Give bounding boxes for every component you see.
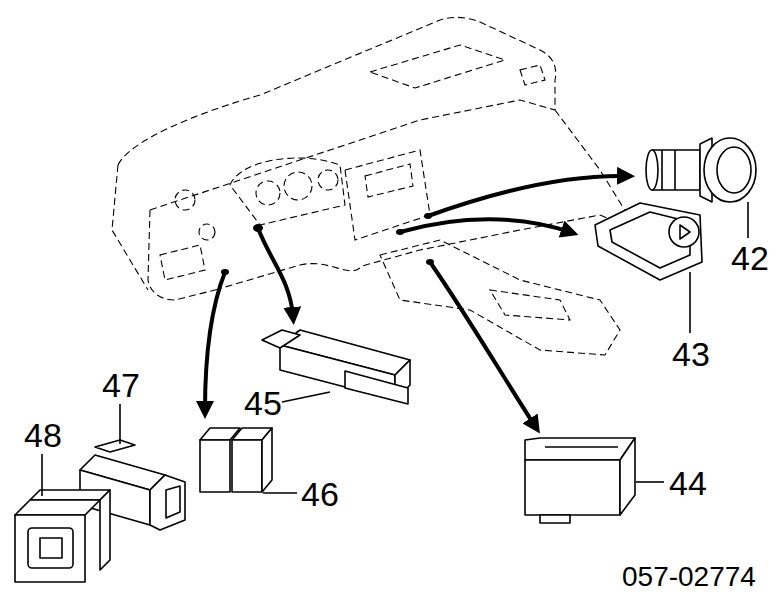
leader-lines [41, 454, 43, 496]
dashboard-outline [160, 245, 205, 280]
drawing-number: 057-02774 [622, 563, 756, 591]
leader-lines [119, 404, 121, 444]
dashboard-outline [175, 190, 195, 210]
switch-with-bracket [669, 217, 699, 247]
switch-48 [28, 528, 73, 568]
leader-lines [636, 481, 664, 483]
switch-47 [80, 440, 185, 530]
relay [200, 440, 230, 492]
switch-unit [525, 460, 620, 515]
control-module [262, 330, 410, 404]
callout-number: 46 [301, 477, 339, 511]
switch-with-bracket [595, 203, 702, 280]
switch-48 [15, 500, 100, 515]
dashboard-outline [318, 170, 338, 190]
callout-number: 47 [102, 368, 140, 402]
relay [232, 440, 262, 492]
leader-lines [689, 272, 691, 333]
dashboard-outline [370, 45, 505, 88]
switch-48 [100, 490, 110, 570]
callout-number: 45 [244, 386, 282, 420]
switch-47 [166, 486, 180, 518]
location-arrows [428, 176, 626, 216]
location-arrows [430, 262, 535, 426]
leader-lines [747, 202, 749, 238]
cigarette-lighter [646, 150, 658, 190]
leader-lines [282, 392, 330, 402]
dashboard-outline [284, 172, 312, 200]
location-arrows [400, 219, 570, 232]
relay [262, 428, 272, 492]
location-arrows [205, 272, 225, 410]
relay [200, 428, 272, 492]
dashboard-outline [215, 215, 600, 290]
control-module [345, 371, 408, 404]
dashboard-outline [520, 65, 545, 85]
cigarette-lighter [704, 138, 756, 202]
dashboard-outline [112, 17, 680, 355]
cigarette-lighter [717, 147, 751, 193]
leader-lines [263, 492, 297, 494]
callout-number: 44 [669, 466, 707, 500]
switch-47 [150, 475, 185, 530]
switch-47 [95, 440, 135, 452]
cigarette-lighter [646, 138, 756, 202]
switch-unit [620, 438, 635, 515]
cigarette-lighter [662, 150, 675, 190]
switch-48 [40, 538, 62, 558]
cigarette-lighter [652, 150, 700, 190]
switch-with-bracket [680, 225, 690, 239]
switch-48 [15, 490, 110, 582]
switch-with-bracket [595, 203, 702, 280]
dashboard-outline [230, 158, 345, 225]
dashboard-outline [490, 290, 570, 320]
switch-unit [525, 438, 635, 523]
location-arrows [258, 228, 293, 316]
callout-number: 48 [24, 418, 62, 452]
location-arrows [205, 176, 626, 426]
leader-lines [42, 202, 748, 496]
dashboard-outline [365, 164, 413, 197]
dashboard-outline [380, 240, 620, 355]
dashboard-outline [256, 181, 280, 205]
mount-points [221, 213, 434, 275]
switch-unit [545, 446, 618, 448]
dashboard-outline [112, 165, 148, 290]
switch-48 [15, 515, 85, 582]
dashboard-outline [118, 17, 556, 165]
switch-unit [540, 515, 570, 523]
dashboard-outline [148, 210, 215, 300]
dashboard-outline [199, 224, 215, 240]
callout-number: 43 [672, 337, 710, 371]
callout-number: 42 [731, 241, 769, 275]
switch-unit [525, 438, 635, 460]
control-module [262, 330, 300, 348]
